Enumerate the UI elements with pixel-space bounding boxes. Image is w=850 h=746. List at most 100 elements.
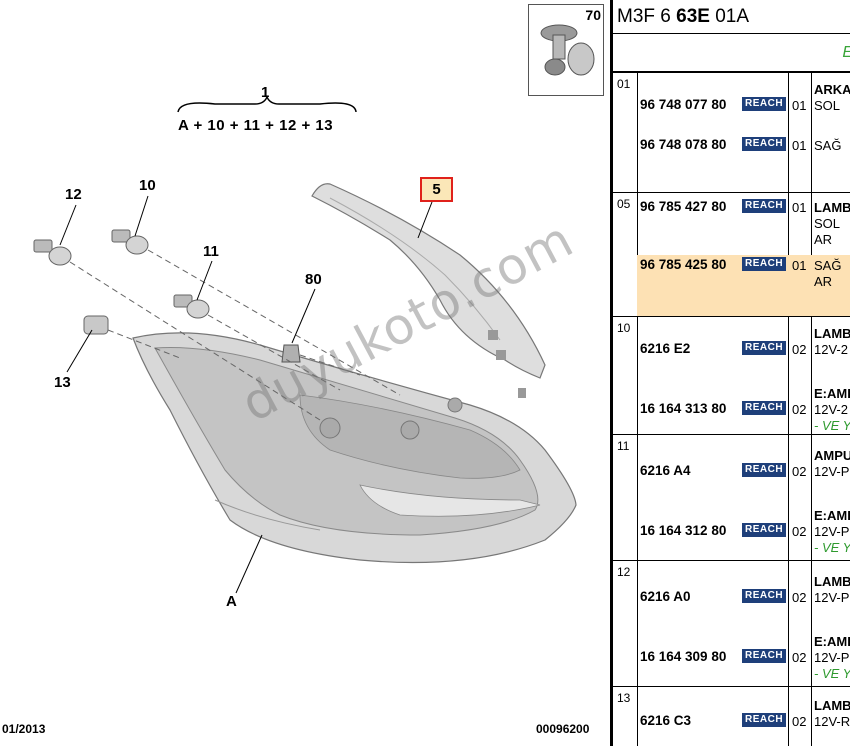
- part-description: 12V-2: [814, 342, 848, 357]
- reach-badge: REACH: [742, 589, 787, 603]
- part-description: SOL: [814, 216, 841, 231]
- callout-13[interactable]: 13: [54, 374, 71, 391]
- quantity: 02: [792, 464, 807, 479]
- leader-lines: [59, 195, 433, 594]
- part-70-thumbnail[interactable]: 70: [528, 4, 604, 96]
- clip-fastener-icon: [540, 24, 595, 76]
- part-description: 12V-2: [814, 402, 848, 417]
- reach-badge: REACH: [742, 341, 787, 355]
- part-number[interactable]: 6216 E2: [640, 341, 691, 356]
- clip-80: [281, 344, 301, 363]
- tail-lamp-a: [132, 332, 577, 564]
- callout-11[interactable]: 11: [203, 243, 219, 260]
- assembly-formula: A + 10 + 11 + 12 + 13: [178, 117, 334, 134]
- reach-badge: REACH: [742, 97, 787, 111]
- callout-5[interactable]: 5: [420, 177, 453, 202]
- callout-1[interactable]: 1: [261, 84, 270, 101]
- part-description: E:AMI: [814, 634, 850, 649]
- reach-badge: REACH: [742, 401, 787, 415]
- part-description: E:AMI: [814, 386, 850, 401]
- quantity: 01: [792, 200, 807, 215]
- quantity: 01: [792, 258, 807, 273]
- part-description: LAMB: [814, 200, 850, 215]
- ref-suffix: 01A: [715, 6, 750, 27]
- callout-12[interactable]: 12: [65, 186, 82, 203]
- column-divider: [637, 72, 638, 746]
- part-description: - VE Y: [814, 540, 850, 555]
- quantity: 02: [792, 650, 807, 665]
- part-number[interactable]: 96 785 427 80: [640, 199, 727, 214]
- brace: [177, 95, 357, 113]
- ref-prefix: M3F 6: [617, 6, 671, 27]
- quantity: 02: [792, 714, 807, 729]
- part-description: 12V-P: [814, 464, 850, 479]
- part-description: AR: [814, 232, 833, 247]
- quantity: 02: [792, 524, 807, 539]
- part-number[interactable]: 96 785 425 80: [640, 257, 727, 272]
- part-description: 12V-P: [814, 524, 850, 539]
- subheader: E: [613, 34, 850, 72]
- group-number: 12: [617, 565, 631, 579]
- part-description: LAMB: [814, 574, 850, 589]
- part-number[interactable]: 96 748 077 80: [640, 97, 727, 112]
- bulb-10: [111, 229, 149, 255]
- part-number[interactable]: 16 164 309 80: [640, 649, 727, 664]
- reach-badge: REACH: [742, 523, 787, 537]
- part-number[interactable]: 16 164 313 80: [640, 401, 727, 416]
- part-number[interactable]: 96 748 078 80: [640, 137, 727, 152]
- column-divider: [811, 72, 812, 746]
- group-number: 01: [617, 77, 631, 91]
- group-number: 10: [617, 321, 631, 335]
- part-description: SAĞ: [814, 258, 842, 273]
- callout-10[interactable]: 10: [139, 177, 156, 194]
- group-number: 11: [617, 439, 630, 453]
- ref-bold: 63E: [676, 6, 710, 27]
- part-description: 12V-R: [814, 714, 850, 729]
- quantity: 01: [792, 98, 807, 113]
- part-number[interactable]: 6216 A4: [640, 463, 691, 478]
- diagram-drawing: [33, 95, 577, 594]
- reach-badge: REACH: [742, 649, 787, 663]
- quantity: 02: [792, 590, 807, 605]
- part-number[interactable]: 6216 A0: [640, 589, 691, 604]
- part-description: - VE Y: [814, 418, 850, 433]
- part-description: E:AMI: [814, 508, 850, 523]
- group-number: 13: [617, 691, 631, 705]
- quantity: 02: [792, 342, 807, 357]
- part-description: ARKA: [814, 82, 850, 97]
- part-description: - VE Y: [814, 666, 850, 681]
- group-number: 05: [617, 197, 631, 211]
- bulb-13: [83, 315, 109, 335]
- part-number[interactable]: 6216 C3: [640, 713, 692, 728]
- callout-a[interactable]: A: [226, 593, 237, 610]
- reach-badge: REACH: [742, 199, 787, 213]
- quantity: 01: [792, 138, 807, 153]
- part-description: 12V-P: [814, 590, 850, 605]
- part-number[interactable]: 16 164 312 80: [640, 523, 727, 538]
- catalog-reference: M3F 6 63E 01A: [613, 0, 850, 34]
- callout-80[interactable]: 80: [305, 271, 322, 288]
- part-description: SOL: [814, 98, 841, 113]
- footer-date: 01/2013: [2, 722, 46, 736]
- part-description: LAMB: [814, 326, 850, 341]
- reach-badge: REACH: [742, 713, 787, 727]
- reflector-part-5: [311, 183, 546, 398]
- reach-badge: REACH: [742, 463, 787, 477]
